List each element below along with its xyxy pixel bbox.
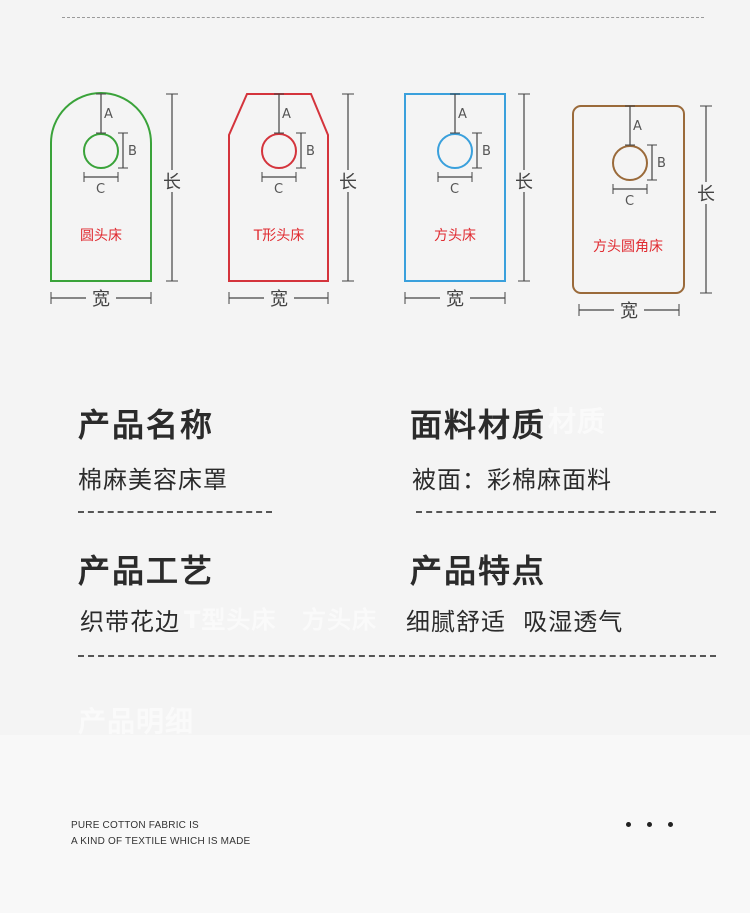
- dim-a-label: A: [633, 119, 642, 134]
- dim-c-label: C: [274, 182, 283, 197]
- ghost-text-t-bed: T型头床: [184, 606, 277, 634]
- lower-band: [0, 735, 750, 913]
- material-title: 面料材质: [410, 406, 547, 444]
- ghost-text-square-bed: 方头床: [302, 606, 377, 634]
- dim-a-label: A: [282, 107, 291, 122]
- width-label: 宽: [92, 289, 110, 310]
- dim-b-label: B: [306, 144, 315, 159]
- product-name-title: 产品名称: [78, 406, 215, 444]
- caption-line-1: PURE COTTON FABRIC IS: [71, 820, 199, 831]
- bed-name: T形头床: [253, 228, 305, 244]
- bed-name: 方头床: [434, 228, 476, 244]
- bed-name: 方头圆角床: [593, 239, 663, 255]
- divider: [78, 511, 272, 513]
- product-name-value: 棉麻美容床罩: [78, 466, 228, 494]
- length-label: 长: [163, 172, 181, 193]
- width-label: 宽: [270, 289, 288, 310]
- more-dots-icon: [626, 822, 673, 827]
- english-caption: PURE COTTON FABRIC IS A KIND OF TEXTILE …: [71, 818, 250, 850]
- dim-b-label: B: [128, 144, 137, 159]
- caption-line-2: A KIND OF TEXTILE WHICH IS MADE: [71, 836, 251, 847]
- length-label: 长: [515, 172, 533, 193]
- length-label: 长: [697, 184, 715, 205]
- ghost-text-details: 产品明细: [78, 705, 195, 738]
- dim-c-label: C: [450, 182, 459, 197]
- craft-title: 产品工艺: [78, 552, 215, 590]
- rounded-square-head-bed: A B C 方头圆角床 长 宽: [572, 105, 716, 322]
- dim-a-label: A: [104, 107, 113, 122]
- t-head-bed: A B C T形头床 长 宽: [228, 93, 358, 310]
- width-label: 宽: [446, 289, 464, 310]
- length-label: 长: [339, 172, 357, 193]
- width-label: 宽: [620, 301, 638, 322]
- dim-b-label: B: [657, 156, 666, 171]
- craft-value: 织带花边: [80, 608, 180, 636]
- divider: [416, 511, 716, 513]
- divider: [78, 655, 716, 657]
- features-title: 产品特点: [410, 552, 547, 590]
- dim-b-label: B: [482, 144, 491, 159]
- square-head-bed: A B C 方头床 长 宽: [404, 93, 534, 310]
- dim-a-label: A: [458, 107, 467, 122]
- bed-shapes-diagram: A B C 圆头床 长 宽 A B C T形头床 长: [50, 92, 716, 322]
- features-value: 细腻舒适 吸湿透气: [406, 608, 624, 636]
- round-head-bed: A B C 圆头床 长 宽: [50, 92, 182, 310]
- ghost-text-material: 材质: [548, 405, 607, 438]
- bed-name: 圆头床: [80, 228, 122, 244]
- material-value: 被面：彩棉麻面料: [412, 466, 612, 494]
- top-divider: [62, 17, 704, 18]
- dim-c-label: C: [96, 182, 105, 197]
- dim-c-label: C: [625, 194, 634, 209]
